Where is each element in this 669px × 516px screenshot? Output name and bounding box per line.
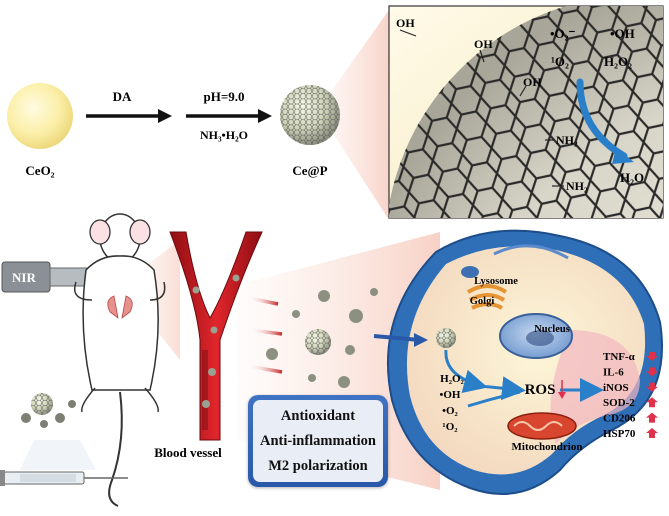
arrow-ph-head: [258, 109, 272, 123]
oh-group-1: OH: [396, 16, 415, 30]
arrow-da-head: [158, 109, 172, 123]
effect-antioxidant: Antioxidant: [280, 407, 356, 424]
h2o-label: H₂O: [620, 170, 644, 185]
blood-vessel-label: Blood vessel: [154, 445, 222, 460]
lysosome: [461, 266, 479, 278]
marker-sod-2: SOD-2: [603, 397, 635, 409]
ceo2-sphere: [7, 83, 73, 149]
marker-cd206: CD206: [603, 413, 636, 425]
extravasation-arrow-2: [249, 328, 283, 336]
marker-inos: iNOS: [603, 382, 629, 394]
hexagonal-lattice: [389, 6, 663, 218]
cep-sphere-shell: [280, 85, 340, 145]
h2o2-label: H₂O₂: [604, 54, 632, 69]
scavenging-arrow-head: [612, 148, 634, 164]
zoom-panel: OH OH OH NH₂ NH₂ •O₂⁻ •OH ¹O₂ H₂O₂ H₂O: [388, 5, 664, 219]
nir-label: NIR: [12, 270, 36, 285]
uptake-arrow: [373, 334, 421, 342]
marker-up-arrow-icon: [646, 412, 658, 423]
mouse: [74, 213, 166, 507]
ros-arrow-1: [444, 349, 488, 394]
oh-group-2: OH: [474, 37, 493, 51]
ceo2-label: CeO₂: [25, 163, 54, 178]
singlet-oxygen-label: ¹O₂: [551, 54, 569, 69]
oh-group-3: OH: [523, 75, 542, 89]
marker-tnf-: TNF-α: [603, 351, 636, 363]
injection-particles: [21, 393, 76, 428]
effects-callout: Antioxidant Anti-inflammation M2 polariz…: [248, 395, 388, 487]
golgi: [466, 284, 508, 310]
extravasation-arrow-3: [247, 364, 283, 374]
hydroxyl-label: •OH: [610, 26, 635, 41]
mitochondrion: [507, 412, 577, 440]
golgi-label: Golgi: [470, 296, 495, 307]
ros-oh: •OH: [440, 389, 461, 401]
da-label: DA: [113, 89, 132, 104]
mitochondrion-label: Mitochondrion: [512, 441, 583, 453]
ros-h2o2: H₂O₂: [440, 373, 464, 385]
marker-il-6: IL-6: [603, 366, 624, 378]
marker-up-arrow-icon: [646, 428, 658, 438]
extravasation-arrow-1: [247, 296, 279, 306]
marker-down-arrow-icon: [646, 382, 658, 392]
ph-label: pH=9.0: [204, 89, 245, 104]
cep-label: Ce@P: [292, 163, 327, 178]
macrophage-cell: [386, 229, 663, 495]
lung-right-icon: [121, 295, 133, 319]
nh3-label: NH₃•H₂O: [200, 128, 248, 142]
lysosome-label: Lysosome: [474, 276, 518, 287]
syringe-icon: [0, 470, 128, 486]
marker-hsp70: HSP70: [603, 428, 636, 440]
blood-vessel: [169, 231, 263, 441]
nh2-group-2: NH₂: [566, 179, 588, 193]
ros-label: ROS: [525, 382, 556, 398]
superoxide-label: •O₂⁻: [550, 26, 576, 41]
effect-anti-inflammation: Anti-inflammation: [260, 432, 376, 449]
ros-arrow-3: [467, 390, 521, 408]
ros-down-arrow: [558, 392, 566, 399]
ros-arrow-2: [479, 376, 526, 401]
zoom-funnel: [318, 10, 389, 220]
marker-down-arrow-icon: [646, 367, 658, 377]
ros-o2: •O₂: [442, 405, 458, 417]
nh2-group-1: NH₂: [556, 133, 578, 147]
marker-down-arrow-icon: [646, 352, 658, 361]
effect-m2-polarization: M2 polarization: [268, 457, 368, 474]
nucleus-label: Nucleus: [534, 324, 570, 335]
lung-left-icon: [107, 295, 119, 319]
ros-1o2: ¹O₂: [442, 421, 458, 433]
free-nanoparticles: [266, 288, 378, 388]
marker-up-arrow-icon: [646, 397, 658, 408]
